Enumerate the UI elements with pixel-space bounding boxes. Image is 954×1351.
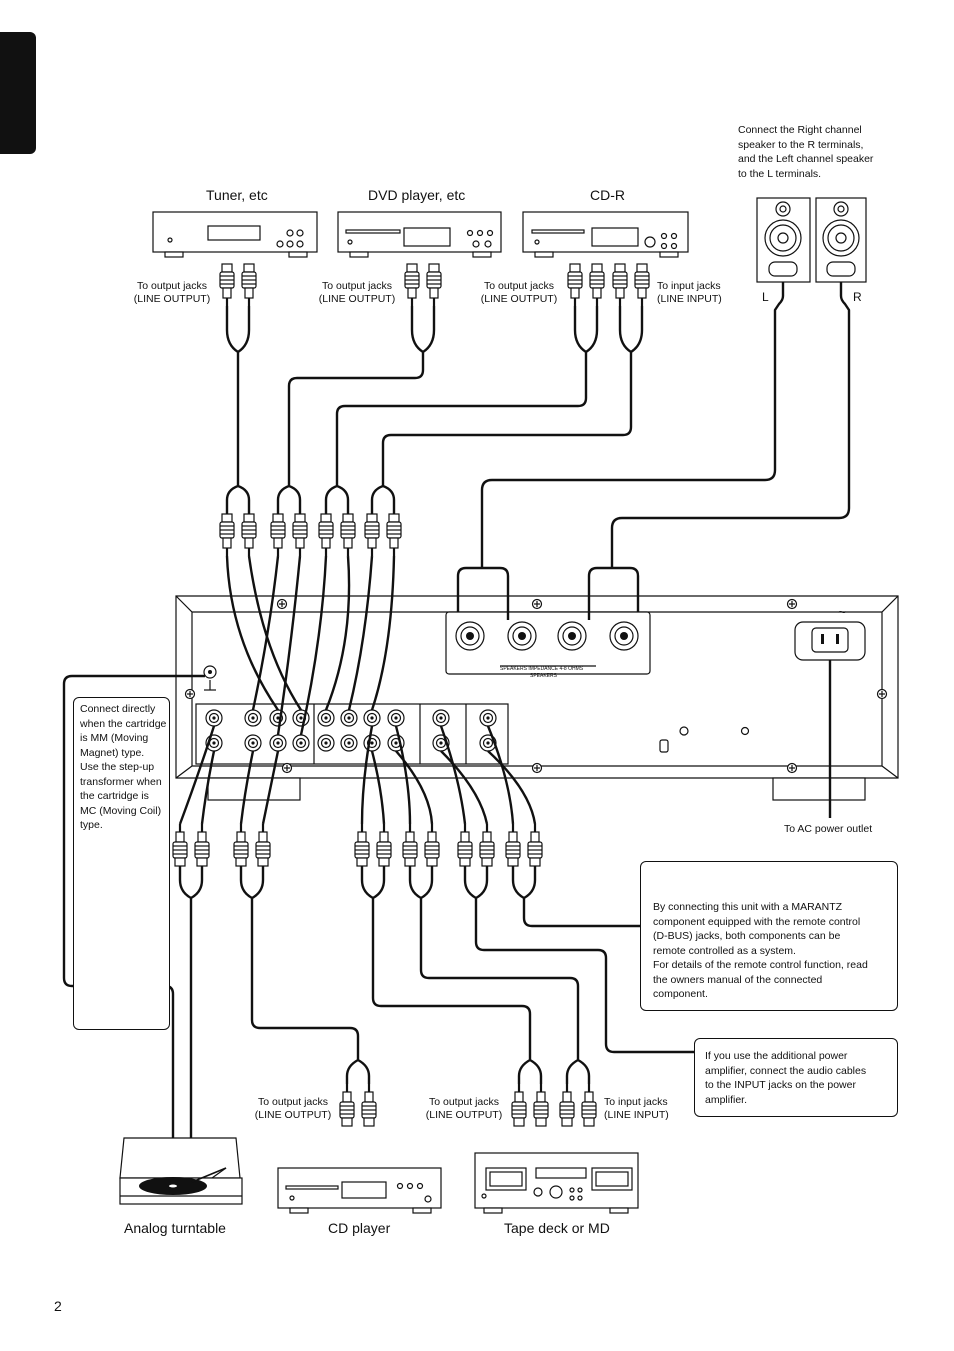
- tape-input-note: To input jacks (LINE INPUT): [604, 1096, 669, 1122]
- cd-output-note: To output jacks (LINE OUTPUT): [250, 1096, 336, 1122]
- tape-input-note-line: (LINE INPUT): [604, 1109, 669, 1121]
- amplifier-rear-panel: [175, 595, 899, 801]
- phono-note: Connect directly when the cartridge is M…: [80, 702, 166, 833]
- cdr-device: [522, 211, 689, 258]
- cd-player-device: [277, 1167, 442, 1214]
- cdr-title: CD-R: [590, 187, 625, 203]
- ac-symbol: ~: [838, 604, 847, 620]
- phono-note-line: type.: [80, 819, 103, 831]
- power-amp-note-line: amplifier, connect the audio cables: [705, 1064, 867, 1077]
- speaker-note-line: to the L terminals.: [738, 167, 822, 180]
- speaker-note-line: Connect the Right channel: [738, 124, 862, 136]
- tuner-output-note-line: (LINE OUTPUT): [133, 293, 211, 305]
- remote-note-line: the owners manual of the connected: [653, 973, 823, 986]
- tuner-output-note: To output jacks (LINE OUTPUT): [130, 280, 214, 306]
- remote-note-line: remote controlled as a system.: [653, 944, 796, 957]
- cd-output-note-line: To output jacks: [257, 1096, 329, 1108]
- tape-deck-device: [474, 1152, 639, 1214]
- remote-note-line: component.: [653, 988, 708, 1000]
- phono-note-line: Use the step-up: [80, 761, 155, 773]
- dvd-output-note-line: (LINE OUTPUT): [318, 293, 396, 305]
- cables: [62, 282, 851, 1140]
- tuner-output-note-line: To output jacks: [136, 280, 208, 292]
- remote-note-line: For details of the remote control functi…: [653, 959, 868, 971]
- tuner-title: Tuner, etc: [206, 187, 268, 203]
- power-amp-note: If you use the additional power amplifie…: [705, 1049, 866, 1107]
- right-speaker-label: R: [853, 290, 862, 304]
- phono-note-line: Connect directly: [80, 703, 156, 715]
- tape-output-note-line: (LINE OUTPUT): [425, 1109, 503, 1121]
- phono-note-line: the cartridge is: [80, 790, 149, 802]
- power-amp-note-line: to the INPUT jacks on the power: [705, 1079, 856, 1091]
- cdr-output-note: To output jacks (LINE OUTPUT): [477, 280, 561, 306]
- speaker-terminals: [455, 621, 639, 651]
- turntable-title: Analog turntable: [124, 1220, 226, 1236]
- phono-note-line: when the cartridge: [80, 717, 167, 730]
- top-source-plugs: [218, 262, 651, 308]
- cdr-output-note-line: (LINE OUTPUT): [480, 293, 558, 305]
- cdr-output-note-line: To output jacks: [483, 280, 555, 292]
- remote-note: By connecting this unit with a MARANTZ c…: [653, 900, 868, 1002]
- tape-deck-title: Tape deck or MD: [504, 1220, 610, 1236]
- ac-outlet-note: To AC power outlet: [784, 823, 873, 835]
- turntable-device: [119, 1137, 243, 1205]
- power-amp-note-line: If you use the additional power: [705, 1050, 848, 1062]
- speakers-label: SPEAKERS: [530, 673, 557, 679]
- phono-note-line: transformer when: [80, 775, 162, 788]
- speaker-note-line: speaker to the R terminals,: [738, 138, 864, 151]
- power-amp-note-line: amplifier.: [705, 1093, 748, 1106]
- tape-output-note-line: To output jacks: [428, 1096, 500, 1108]
- left-speaker: [756, 197, 811, 283]
- section-tab: [0, 32, 36, 154]
- power-amp-note-box: If you use the additional power amplifie…: [694, 1038, 898, 1117]
- left-speaker-label: L: [762, 290, 769, 304]
- cdr-input-note: To input jacks (LINE INPUT): [657, 280, 722, 306]
- dvd-output-note-line: To output jacks: [321, 280, 393, 292]
- phono-note-line: Magnet) type.: [80, 746, 145, 759]
- speaker-note: Connect the Right channel speaker to the…: [738, 123, 873, 181]
- dvd-title: DVD player, etc: [368, 187, 466, 203]
- cd-output-note-line: (LINE OUTPUT): [254, 1109, 332, 1121]
- remote-note-box: By connecting this unit with a MARANTZ c…: [640, 861, 898, 1011]
- phono-note-line: is MM (Moving: [80, 732, 149, 744]
- remote-note-line: (D-BUS) jacks, both components can be: [653, 930, 841, 942]
- amp-input-plugs: [218, 512, 403, 558]
- impedance-label: SPEAKERS IMPEDANCE 4-8 OHMS: [500, 666, 584, 672]
- phono-note-line: MC (Moving Coil): [80, 804, 162, 817]
- cdr-input-note-line: To input jacks: [657, 280, 721, 292]
- phono-note-box: Connect directly when the cartridge is M…: [73, 697, 170, 1030]
- page-number: 2: [54, 1298, 62, 1314]
- dvd-output-note: To output jacks (LINE OUTPUT): [315, 280, 399, 306]
- amp-output-plugs: [171, 822, 544, 868]
- remote-note-line: By connecting this unit with a MARANTZ: [653, 901, 843, 913]
- tape-output-note: To output jacks (LINE OUTPUT): [421, 1096, 507, 1122]
- cdr-input-note-line: (LINE INPUT): [657, 293, 722, 305]
- right-speaker: [815, 197, 867, 283]
- tape-input-note-line: To input jacks: [604, 1096, 668, 1108]
- speaker-note-line: and the Left channel speaker: [738, 153, 874, 165]
- dvd-device: [337, 211, 502, 258]
- cd-player-title: CD player: [328, 1220, 391, 1236]
- tuner-device: [152, 211, 318, 258]
- remote-note-line: component equipped with the remote contr…: [653, 915, 861, 928]
